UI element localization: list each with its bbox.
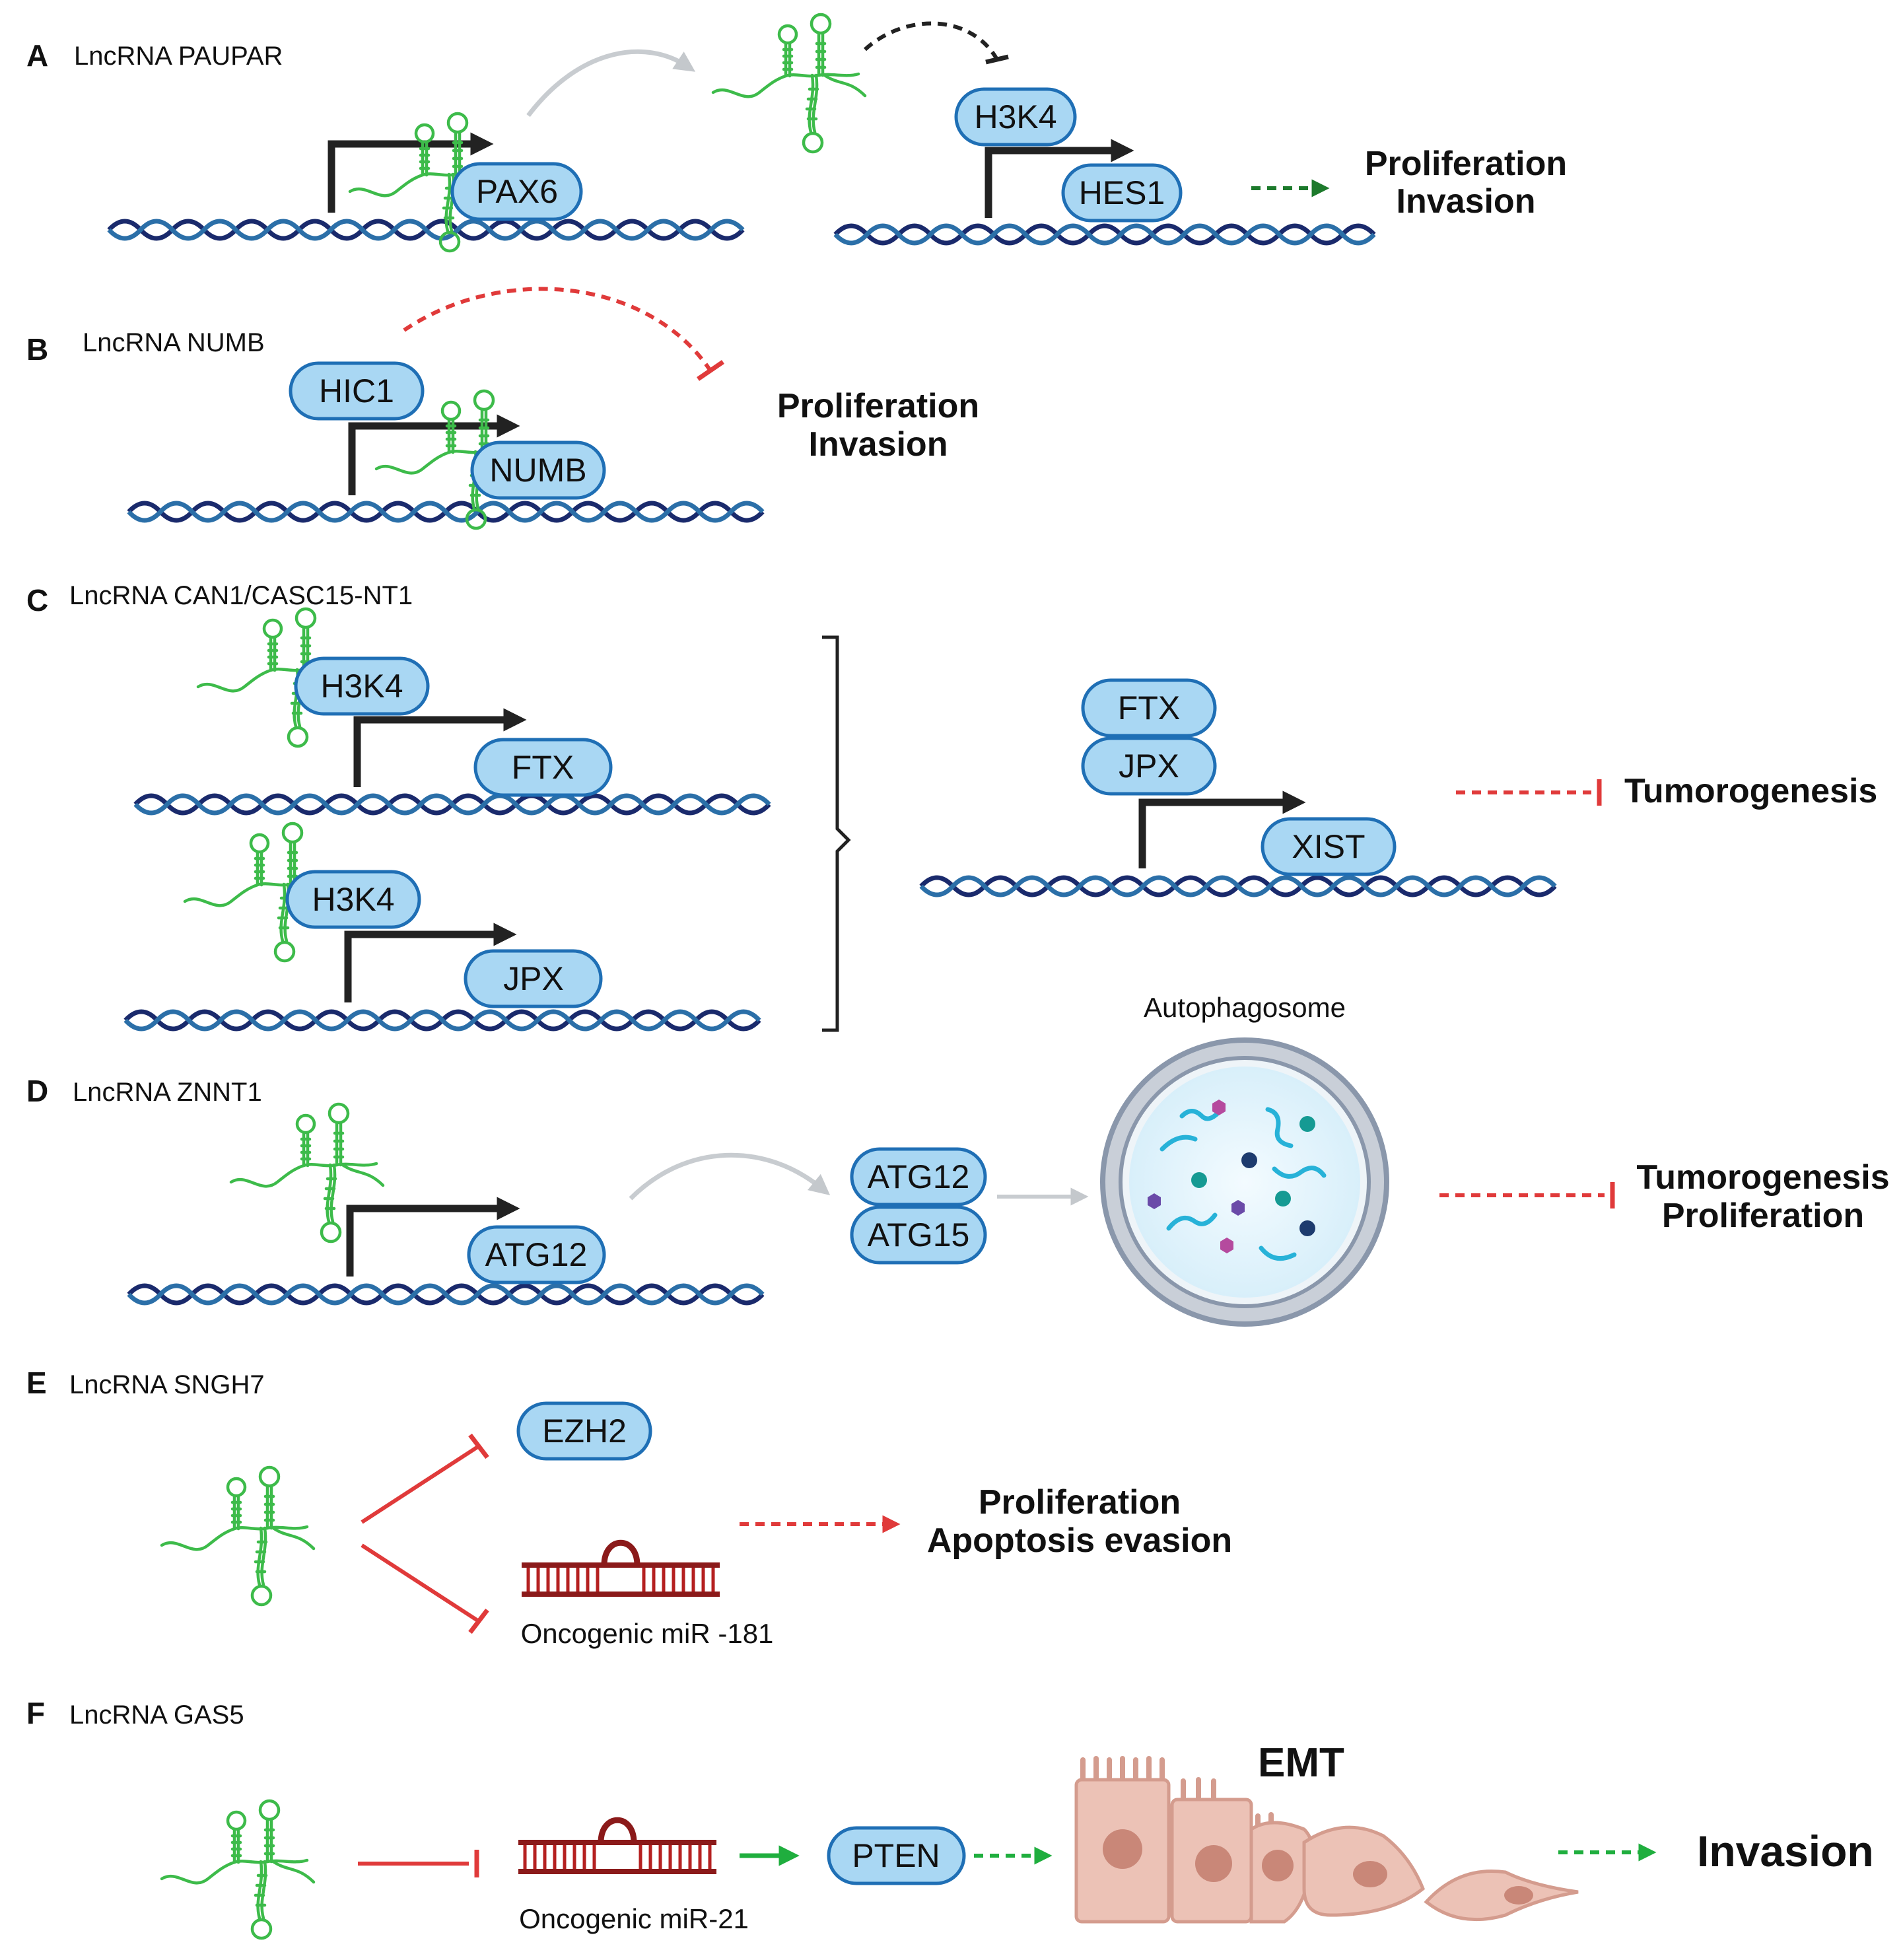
lncrna-znnt1-glyph: [231, 1104, 383, 1242]
panel-c-letter: C: [26, 583, 48, 617]
pax6-label: PAX6: [476, 173, 558, 210]
atg12-pill: ATG12: [850, 1147, 987, 1207]
outcome-a-proliferation: Proliferation: [1365, 145, 1567, 183]
dna-strand-a2: [833, 223, 1376, 246]
outcome-c-tumorogenesis: Tumorogenesis: [1624, 772, 1877, 810]
transcription-start-arrow-c3: [1138, 790, 1306, 868]
mir21-hairpin-glyph: [518, 1820, 716, 1874]
jpx-gene-pill: JPX: [464, 949, 603, 1008]
jpx-pill-right: JPX: [1081, 736, 1217, 796]
outcome-b-proliferation: Proliferation: [777, 387, 979, 425]
panel-e-letter: E: [26, 1366, 47, 1400]
panel-a-letter: A: [26, 38, 48, 73]
inhibit-bar-mir181: [468, 1608, 489, 1634]
panel-a-title: LncRNA PAUPAR: [74, 42, 283, 71]
inhibit-bar-ezh2: [468, 1433, 489, 1459]
transcription-start-arrow-c2: [344, 923, 517, 1002]
outcome-f-invasion: Invasion: [1697, 1827, 1874, 1875]
mir181-hairpin-glyph: [522, 1543, 720, 1597]
dna-strand-d: [127, 1283, 765, 1306]
h3k4-pill-a: H3K4: [954, 87, 1077, 147]
panel-d-letter: D: [26, 1074, 48, 1108]
h3k4-label-c-top: H3K4: [320, 668, 403, 705]
transcription-start-arrow-d: [346, 1197, 520, 1277]
emt-cells-illustration: [1074, 1756, 1579, 1924]
mir181-label: Oncogenic miR -181: [521, 1618, 774, 1649]
emt-label: EMT: [1258, 1740, 1344, 1786]
inhibit-arrow-h3k4: [863, 21, 999, 61]
lncrna-gas5-glyph: [162, 1801, 314, 1938]
panel-b-letter: B: [26, 332, 48, 367]
panel-a: A LncRNA PAUPAR PAX6 H3K4 HES1 P: [26, 15, 1567, 251]
h3k4-label-c-bottom: H3K4: [312, 881, 394, 918]
ftx-pill-right: FTX: [1081, 678, 1217, 738]
express-arrow-d: [629, 1152, 831, 1201]
inhibit-line-mir181: [361, 1543, 480, 1623]
outcome-a-invasion: Invasion: [1397, 182, 1536, 221]
atg15-pill: ATG15: [850, 1205, 987, 1265]
xist-label: XIST: [1292, 828, 1365, 865]
h3k4-pill-c-top: H3K4: [294, 656, 430, 716]
dna-strand-c1: [133, 793, 771, 816]
ezh2-label: EZH2: [542, 1413, 627, 1450]
panel-e-title: LncRNA SNGH7: [69, 1370, 265, 1399]
ftx-label-right: FTX: [1118, 689, 1180, 726]
panel-e: E LncRNA SNGH7 EZH2 Oncogenic miR -181 P…: [26, 1366, 1232, 1649]
outcome-b-invasion: Invasion: [809, 425, 948, 464]
inhibit-arrow-b: [403, 287, 712, 371]
pten-label: PTEN: [852, 1837, 940, 1874]
panel-d: D LncRNA ZNNT1 ATG12 ATG12 ATG15 Autopha…: [26, 992, 1890, 1327]
numb-pill: NUMB: [470, 440, 606, 500]
hes1-pill: HES1: [1061, 163, 1183, 223]
outcome-e-proliferation: Proliferation: [979, 1483, 1181, 1522]
outcome-d-proliferation: Proliferation: [1662, 1197, 1864, 1235]
autophagosome: [1100, 1037, 1389, 1327]
hic1-pill: HIC1: [289, 361, 425, 421]
outcome-d-tumorogenesis: Tumorogenesis: [1636, 1158, 1889, 1197]
panel-b-title: LncRNA NUMB: [83, 328, 265, 357]
ftx-gene-pill: FTX: [473, 738, 613, 797]
h3k4-label-a: H3K4: [974, 98, 1056, 135]
pten-pill: PTEN: [827, 1826, 966, 1885]
pax6-pill: PAX6: [450, 162, 583, 221]
panel-c-title: LncRNA CAN1/CASC15-NT1: [69, 581, 413, 610]
panel-f-letter: F: [26, 1696, 45, 1730]
atg12-gene-label: ATG12: [485, 1236, 588, 1273]
lncrna-paupar-free-glyph: [713, 15, 865, 152]
panel-c: C LncRNA CAN1/CASC15-NT1 H3K4 FTX H3K4: [26, 581, 1877, 1032]
ftx-gene-label: FTX: [512, 749, 574, 786]
lncrna-sngh7-glyph: [162, 1467, 314, 1605]
hes1-label: HES1: [1079, 174, 1165, 211]
inhibit-bar-b: [697, 360, 724, 381]
dna-strand-c2: [123, 1009, 761, 1032]
ezh2-pill: EZH2: [516, 1401, 652, 1461]
dna-strand-a1: [107, 219, 745, 241]
autophagosome-label: Autophagosome: [1144, 992, 1346, 1023]
transcription-start-arrow-a2: [985, 139, 1134, 218]
jpx-gene-label: JPX: [503, 960, 564, 997]
dna-strand-b: [127, 501, 765, 523]
atg12-label: ATG12: [868, 1158, 970, 1195]
outcome-e-apoptosis-evasion: Apoptosis evasion: [927, 1522, 1232, 1560]
mir21-label: Oncogenic miR-21: [519, 1903, 749, 1934]
jpx-label-right: JPX: [1119, 748, 1179, 785]
hic1-label: HIC1: [319, 372, 394, 409]
panel-b: B LncRNA NUMB HIC1 NUMB Proliferation In…: [26, 287, 979, 529]
inhibit-line-ezh2: [361, 1444, 480, 1524]
dna-strand-c3: [919, 875, 1557, 897]
panel-d-title: LncRNA ZNNT1: [73, 1078, 262, 1107]
numb-label: NUMB: [489, 452, 586, 489]
bracket-c: [822, 635, 851, 1032]
atg12-gene-pill: ATG12: [467, 1225, 606, 1284]
inhibit-bar-h3k4: [985, 54, 1009, 65]
panel-f: F LncRNA GAS5 Oncogenic miR-21 PTEN: [26, 1696, 1874, 1938]
transcription-start-arrow-c1: [353, 708, 527, 787]
panel-f-title: LncRNA GAS5: [69, 1700, 244, 1730]
release-arrow-a: [526, 49, 696, 118]
transcription-start-arrow-a1: [328, 132, 494, 213]
xist-pill: XIST: [1261, 817, 1397, 876]
h3k4-pill-c-bottom: H3K4: [285, 870, 421, 929]
atg15-label: ATG15: [868, 1216, 970, 1253]
